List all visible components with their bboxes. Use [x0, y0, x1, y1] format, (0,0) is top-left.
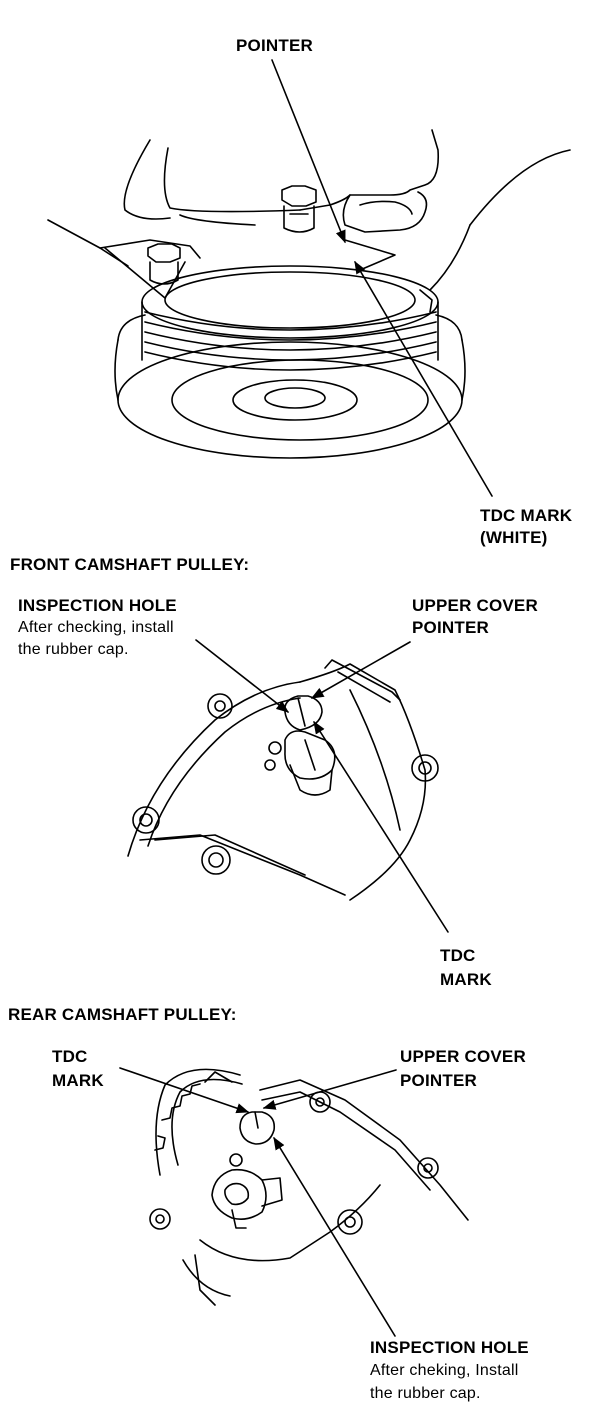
rear-camshaft-heading: REAR CAMSHAFT PULLEY:	[8, 1005, 237, 1024]
crankshaft-pulley-drawing	[47, 129, 571, 459]
front-inspection-hole-label: INSPECTION HOLE	[18, 596, 177, 615]
front-inspection-note-line1: After checking, install	[18, 619, 174, 636]
tdc-mark-label: TDC MARK	[480, 506, 573, 525]
front-camshaft-pulley-drawing	[127, 659, 439, 901]
front-tdc-mark-label-line1: TDC	[440, 946, 476, 965]
rear-inspection-hole-label: INSPECTION HOLE	[370, 1338, 529, 1357]
rear-tdc-mark-label-line2: MARK	[52, 1071, 104, 1090]
leader-lines	[119, 59, 493, 1337]
front-upper-cover-label-line1: UPPER COVER	[412, 596, 538, 615]
rear-inspection-note-line2: the rubber cap.	[370, 1385, 481, 1402]
tdc-mark-white-label: (WHITE)	[480, 528, 548, 547]
front-upper-cover-label-line2: POINTER	[412, 618, 489, 637]
rear-tdc-mark-label-line1: TDC	[52, 1047, 88, 1066]
front-camshaft-heading: FRONT CAMSHAFT PULLEY:	[10, 555, 250, 574]
rear-upper-cover-label-line1: UPPER COVER	[400, 1047, 526, 1066]
rear-upper-cover-label-line2: POINTER	[400, 1071, 477, 1090]
front-tdc-mark-label-line2: MARK	[440, 970, 492, 989]
rear-camshaft-pulley-drawing	[149, 1068, 469, 1306]
front-inspection-note-line2: the rubber cap.	[18, 641, 129, 658]
pointer-label: POINTER	[236, 36, 313, 55]
rear-inspection-note-line1: After cheking, Install	[370, 1362, 519, 1379]
